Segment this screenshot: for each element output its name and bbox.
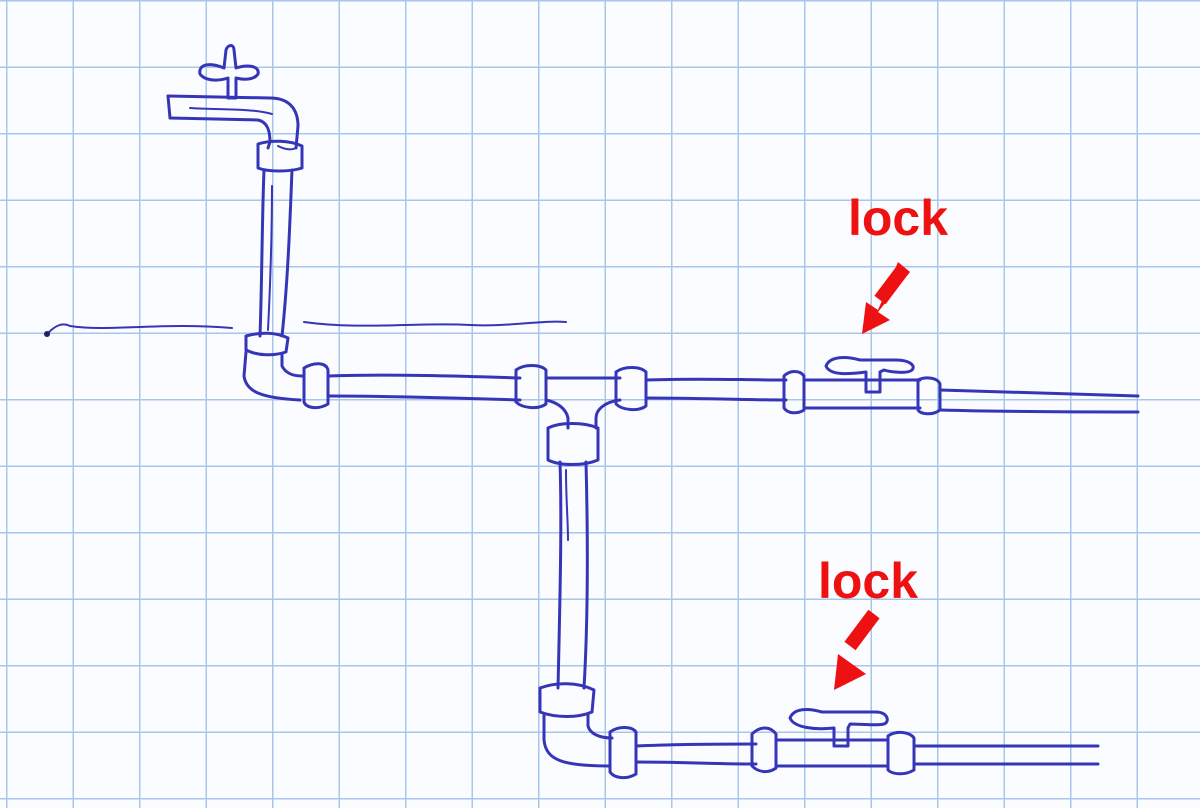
vertical-riser-pipe (258, 168, 294, 338)
bottom-lock-arrow (834, 609, 880, 690)
upper-outlet-pipe (938, 388, 1140, 414)
coupling-1 (302, 362, 330, 410)
tee-fitting (514, 364, 648, 466)
top-valve-lock-label: lock (848, 190, 949, 246)
faucet (166, 44, 300, 150)
faucet-coupling (256, 139, 304, 173)
lower-elbow (242, 331, 304, 402)
top-lock-arrow (862, 262, 910, 334)
upper-branch-pipe (644, 377, 788, 402)
lower-horizontal-pipe (634, 742, 758, 766)
vertical-drop-pipe (556, 460, 589, 690)
top-valve (782, 356, 942, 416)
main-horizontal-pipe (326, 373, 522, 402)
bottom-valve-lock-label: lock (818, 553, 919, 609)
lower-outlet-pipe (912, 744, 1100, 766)
bottom-valve (750, 708, 916, 776)
bottom-elbow (538, 682, 638, 780)
ground-line (44, 320, 567, 337)
